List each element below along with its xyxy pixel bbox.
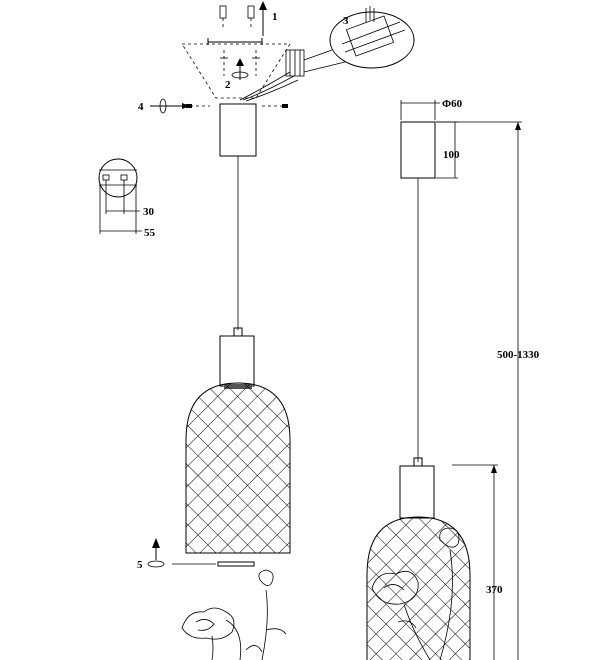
screw-icon — [247, 5, 255, 30]
dim-cable-length: 500-1330 — [497, 349, 540, 361]
step-5-label: 5 — [137, 559, 143, 571]
rotate-icon — [231, 71, 249, 79]
rotate-icon — [159, 98, 167, 114]
canopy-outline — [181, 43, 291, 99]
step-3-label: 3 — [343, 15, 349, 27]
dim-hole-spacing: 30 — [143, 206, 155, 218]
dim-shade-height: 370 — [486, 584, 503, 596]
step-1-label: 1 — [272, 11, 278, 23]
bracket-plate-circle — [98, 158, 138, 198]
lamp-holder — [219, 335, 255, 387]
wiring-detail-callout — [329, 6, 415, 69]
flower-decoration — [371, 527, 460, 660]
lamp-holder — [399, 465, 435, 519]
screw-icon — [219, 5, 227, 30]
up-arrow-icon — [152, 538, 160, 548]
pendant-lamp-left: 5 — [137, 103, 291, 660]
diffuser-disc — [217, 561, 255, 567]
step-4-label: 4 — [138, 101, 144, 113]
dim-canopy-diameter: Φ60 — [442, 98, 463, 110]
canopy — [400, 121, 436, 179]
flower-decoration — [181, 569, 287, 660]
dim-canopy-height: 100 — [443, 149, 460, 161]
bracket-detail: 30 55 — [98, 158, 156, 239]
step-2-label: 2 — [225, 79, 231, 91]
dim-bracket-width: 55 — [144, 227, 156, 239]
canopy — [219, 103, 257, 157]
terminal-block — [285, 49, 305, 77]
pendant-lamp-right: Φ60 100 500-1330 370 — [366, 98, 540, 660]
mounting-bracket-assembly: 1 2 — [138, 1, 415, 114]
rotate-icon — [147, 560, 165, 568]
